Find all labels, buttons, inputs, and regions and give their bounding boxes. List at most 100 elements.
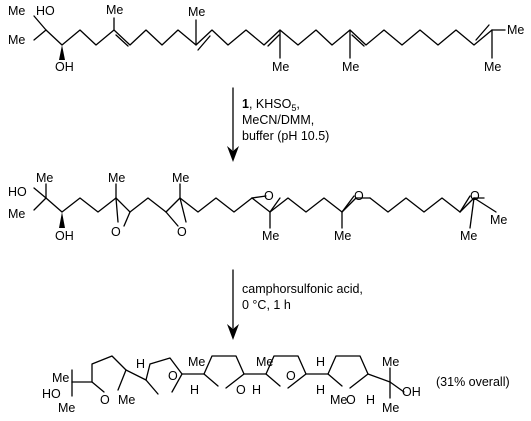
int-me-label: Me bbox=[262, 229, 279, 243]
sm-head-me-bond bbox=[33, 15, 47, 31]
arrow-1-head bbox=[227, 146, 239, 162]
int-epoxide-o: O bbox=[354, 189, 364, 203]
reaction-arrow-2 bbox=[227, 269, 239, 340]
sm-alkene-2 bbox=[197, 35, 211, 51]
int-ho-label: HO bbox=[8, 185, 27, 199]
sm-me-label: Me bbox=[342, 60, 359, 74]
ring-4 bbox=[265, 355, 307, 389]
step1-tail: , bbox=[296, 97, 299, 111]
reaction-arrow-1 bbox=[227, 87, 239, 162]
epoxide-2-co bbox=[165, 211, 179, 227]
prod-right-oh-bond bbox=[389, 381, 405, 393]
prod-h-label: H bbox=[316, 355, 325, 369]
sm-me-label: Me bbox=[507, 23, 524, 37]
int-epoxide-o: O bbox=[264, 189, 274, 203]
step1-line3: buffer (pH 10.5) bbox=[242, 129, 329, 143]
step2-line2: 0 °C, 1 h bbox=[242, 298, 291, 312]
prod-me-label: Me bbox=[330, 393, 347, 407]
prod-h-label: H bbox=[136, 357, 145, 371]
epoxide-1-co bbox=[115, 197, 119, 223]
epoxide-1-cc bbox=[115, 197, 131, 213]
int-chain bbox=[45, 197, 117, 213]
prod-me-label: Me bbox=[52, 371, 69, 385]
step1-reagent-text: , KHSO bbox=[249, 97, 292, 111]
prod-ho-label: HO bbox=[42, 387, 61, 401]
ring-1-o-bond bbox=[91, 381, 105, 393]
prod-h-label: H bbox=[252, 383, 261, 397]
ring-3-o-bond bbox=[203, 373, 219, 387]
epoxide-4-co bbox=[341, 195, 355, 213]
arrow-2-head bbox=[227, 324, 239, 340]
epoxide-3-co bbox=[251, 195, 267, 199]
int-oh-label: OH bbox=[55, 229, 74, 243]
prod-me-label: Me bbox=[58, 401, 75, 415]
sm-ho-label: HO bbox=[36, 4, 55, 18]
prod-ring-o: O bbox=[236, 383, 246, 397]
epoxide-3-co2 bbox=[269, 197, 281, 213]
epoxide-5-me-bond-2 bbox=[473, 197, 497, 213]
epoxide-5-cc bbox=[459, 197, 475, 213]
step1-reagent-number: 1 bbox=[242, 97, 249, 111]
ring-1 bbox=[91, 355, 127, 391]
epoxide-3-cc bbox=[251, 197, 271, 213]
sm-me-label: Me bbox=[8, 33, 25, 47]
step1-subscript: 5 bbox=[291, 103, 296, 113]
product-polyether: Me HO Me O Me H O Me H O H Me O H H O Me… bbox=[42, 355, 421, 415]
sm-me-label: Me bbox=[106, 3, 123, 17]
step1-line1: 1, KHSO5, bbox=[242, 97, 300, 113]
prod-ring-o: O bbox=[346, 393, 356, 407]
int-chain-3 bbox=[179, 197, 253, 213]
int-epoxide-o: O bbox=[470, 189, 480, 203]
epoxide-2-co2 bbox=[179, 197, 187, 223]
int-epoxide-o: O bbox=[177, 225, 187, 239]
int-me-label: Me bbox=[108, 171, 125, 185]
ring-2 bbox=[145, 357, 183, 393]
int-me-label: Me bbox=[334, 229, 351, 243]
sm-alkene-5 bbox=[475, 24, 490, 41]
sm-me-label: Me bbox=[188, 5, 205, 19]
int-chain-4 bbox=[269, 197, 343, 213]
prod-ring-o: O bbox=[168, 369, 178, 383]
starting-material: Me HO Me OH Me Me Me Me Me Me bbox=[8, 3, 524, 74]
int-me-bond bbox=[33, 197, 47, 211]
int-epoxide-o: O bbox=[111, 225, 121, 239]
int-ho-bond bbox=[33, 187, 47, 199]
ring-2-o-bond bbox=[145, 379, 159, 395]
prod-right-bond bbox=[367, 373, 391, 383]
prod-oh-label: OH bbox=[402, 385, 421, 399]
sm-head-me2-bond bbox=[33, 29, 47, 41]
sm-oh-wedge bbox=[59, 45, 65, 60]
epoxide-5-me-bond bbox=[469, 197, 475, 229]
int-oh-wedge bbox=[59, 212, 65, 228]
prod-me-label: Me bbox=[256, 355, 273, 369]
prod-me-label: Me bbox=[382, 355, 399, 369]
ring-3 bbox=[203, 355, 245, 389]
sm-alkene-1 bbox=[115, 34, 129, 47]
int-chain-5 bbox=[369, 197, 461, 213]
sm-me-label: Me bbox=[8, 4, 25, 18]
prod-ring-o: O bbox=[100, 393, 110, 407]
epoxide-1-co2 bbox=[123, 211, 131, 227]
ring-5 bbox=[327, 355, 369, 389]
int-me-label: Me bbox=[8, 207, 25, 221]
ring-5-o-bond bbox=[327, 373, 343, 387]
step2-line1: camphorsulfonic acid, bbox=[242, 282, 363, 296]
sm-chain bbox=[45, 29, 493, 46]
prod-me-label: Me bbox=[188, 355, 205, 369]
prod-h-label: H bbox=[190, 383, 199, 397]
prod-ring-o: O bbox=[286, 369, 296, 383]
sm-me-label: Me bbox=[484, 60, 501, 74]
prod-me-label: Me bbox=[382, 401, 399, 415]
int-me-label: Me bbox=[460, 229, 477, 243]
epoxide-5-co bbox=[459, 195, 471, 213]
intermediate-epoxide: Me HO Me OH Me O Me O O Me O Me O Me Me bbox=[8, 171, 507, 243]
prod-h-label: H bbox=[366, 393, 375, 407]
step1-line2: MeCN/DMM, bbox=[242, 113, 314, 127]
sm-alkene-3 bbox=[267, 34, 280, 47]
int-me-label: Me bbox=[36, 171, 53, 185]
int-me-label: Me bbox=[172, 171, 189, 185]
overall-yield: (31% overall) bbox=[436, 375, 510, 389]
int-me-label: Me bbox=[490, 213, 507, 227]
sm-alkene-4 bbox=[351, 34, 365, 47]
